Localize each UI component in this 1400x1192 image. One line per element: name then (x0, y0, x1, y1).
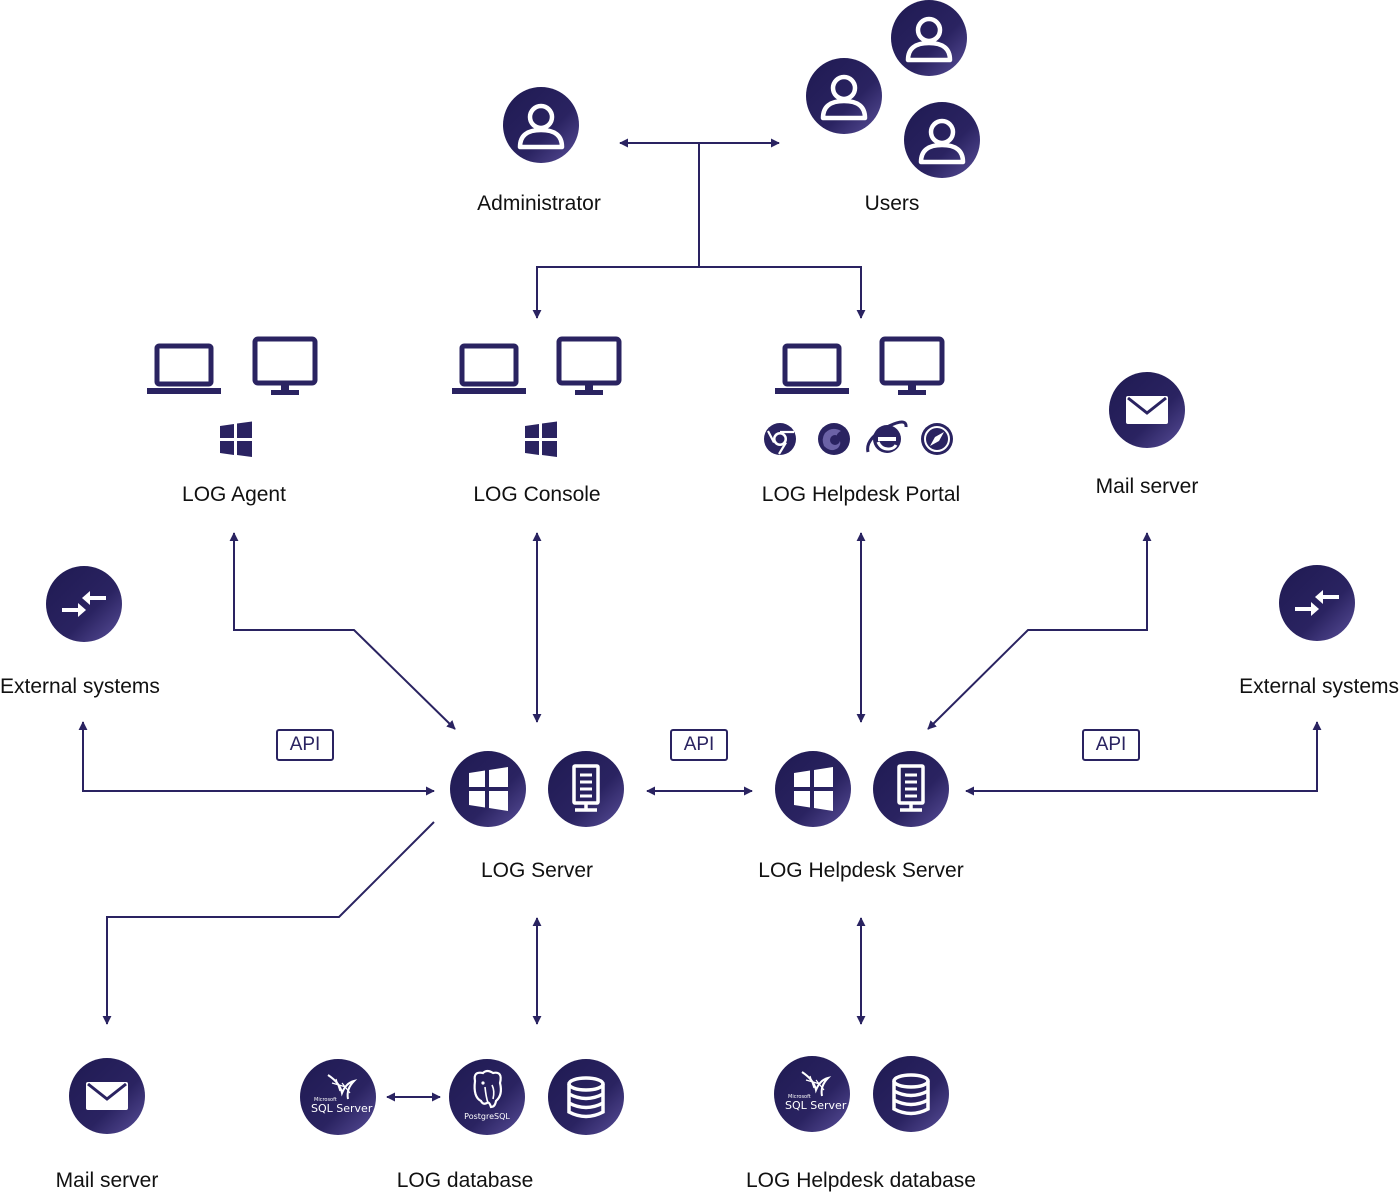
sql-server-text: SQL Server (311, 1102, 373, 1115)
exchange-icon (44, 564, 124, 644)
users-user-icon (904, 102, 980, 178)
connectors (78, 138, 1322, 1102)
arrow-to-console (532, 266, 699, 319)
arrow-to-portal (699, 266, 866, 319)
mail-server-top-label: Mail server (1095, 475, 1199, 498)
database-icon (546, 1057, 626, 1137)
database-icon (871, 1054, 951, 1134)
monitor-icon (882, 339, 942, 395)
api-badge: API (1082, 729, 1140, 761)
monitor-icon (559, 339, 619, 395)
log-database-label: LOG database (396, 1169, 534, 1192)
api-badge: API (670, 729, 728, 761)
server-icon (871, 749, 951, 829)
sql-server-logo: Microsoft SQL Server (774, 1056, 850, 1132)
log-helpdesk-portal-label: LOG Helpdesk Portal (761, 483, 961, 506)
monitor-icon (255, 339, 315, 395)
administrator-user-icon (503, 87, 579, 163)
log-helpdesk-database-label: LOG Helpdesk database (746, 1169, 976, 1192)
sql-server-brand-text: Microsoft (314, 1097, 337, 1103)
log-console-label: LOG Console (473, 483, 601, 506)
mail-icon (67, 1056, 147, 1136)
users-user-icon (806, 58, 882, 134)
server-icon (546, 749, 626, 829)
firefox-icon (818, 423, 850, 455)
arrow-external-right (965, 721, 1322, 796)
administrator-label: Administrator (477, 192, 601, 215)
safari-icon (921, 423, 953, 455)
mail-server-bottom-label: Mail server (55, 1169, 159, 1192)
sql-server-logo: Microsoft SQL Server (300, 1059, 376, 1135)
postgresql-text: PostgreSQL (464, 1112, 510, 1121)
windows-icon (525, 421, 557, 457)
windows-server-icon (450, 751, 526, 827)
chrome-icon (764, 423, 796, 455)
windows-server-icon (775, 751, 851, 827)
postgresql-logo: PostgreSQL (449, 1059, 525, 1135)
arrow-external-left (78, 721, 435, 796)
windows-icon (220, 421, 252, 457)
sql-server-text: SQL Server (785, 1099, 847, 1112)
laptop-icon (452, 346, 526, 394)
users-label: Users (864, 192, 920, 215)
arrow-server-mail (102, 821, 435, 1025)
exchange-icon (1277, 563, 1357, 643)
log-helpdesk-server-label: LOG Helpdesk Server (758, 859, 964, 882)
mail-icon (1107, 370, 1187, 450)
arrow-mail-helpdesk (927, 532, 1152, 730)
external-systems-left-label: External systems (0, 675, 160, 698)
laptop-icon (775, 346, 849, 394)
laptop-icon (147, 346, 221, 394)
sql-server-brand-text: Microsoft (788, 1094, 811, 1100)
users-user-icon (891, 0, 967, 76)
api-badge: API (276, 729, 334, 761)
log-server-label: LOG Server (480, 859, 594, 882)
external-systems-right-label: External systems (1239, 675, 1399, 698)
arrow-agent-server (229, 532, 456, 730)
log-agent-label: LOG Agent (182, 483, 286, 506)
ie-icon (866, 420, 908, 453)
